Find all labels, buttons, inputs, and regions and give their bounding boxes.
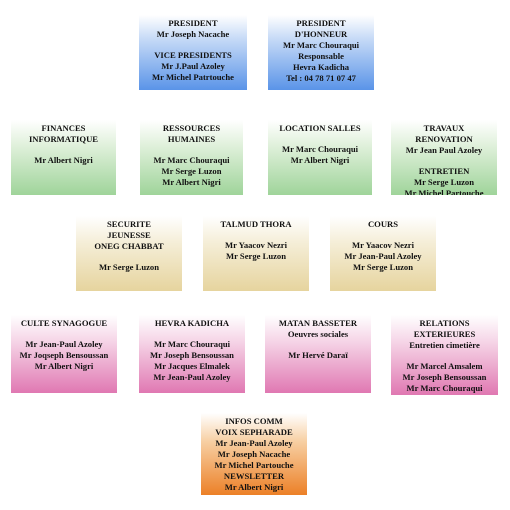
box-text-line: NEWSLETTER xyxy=(223,471,285,481)
box-text-line: JEUNESSE xyxy=(107,230,151,240)
box-text-line: Mr Serge Luzon xyxy=(353,262,413,272)
box-text-line: HEVRA KADICHA xyxy=(154,318,230,328)
box-text-line: VOIX SEPHARADE xyxy=(215,427,293,437)
box-text-line: Mr Jean-Paul Azoley xyxy=(215,438,293,448)
box-text-line: Mr Marc Chouraqui xyxy=(282,40,360,50)
box-text-line: Mr Serge Luzon xyxy=(414,177,474,187)
box-text-line: Mr Serge Luzon xyxy=(99,262,159,272)
box-text-line: Mr Marc Chouraqui xyxy=(406,383,483,393)
box-text-line: Mr Jean-Paul Azoley xyxy=(153,372,231,382)
box-text-line: Entretien cimetière xyxy=(409,340,480,350)
box-text-line: Mr Joseph Bensoussan xyxy=(150,350,234,360)
line-spacer xyxy=(330,230,436,240)
line-spacer xyxy=(265,340,371,350)
box-text-line: D'HONNEUR xyxy=(294,29,348,39)
box-text-line: Mr Serge Luzon xyxy=(226,251,286,261)
box-text-line: RENOVATION xyxy=(415,134,473,144)
box-text-line: Oeuvres sociales xyxy=(287,329,349,339)
box-text-line: Mr Michel Patrtouche xyxy=(152,72,234,82)
box-text-line: Mr Albert Nigri xyxy=(162,177,221,187)
box-text-line: Mr Michel Partouche xyxy=(214,460,294,470)
box-text-line: Mr Albert Nigri xyxy=(34,361,94,371)
box-text-line: Responsable xyxy=(298,51,344,61)
box-text-line: Mr Marc Chouraqui xyxy=(153,155,230,165)
box-text-line: Mr Joqseph Bensoussan xyxy=(19,350,109,360)
box-text-line: TALMUD THORA xyxy=(220,219,292,229)
box-text-line: Mr Joseph Nacache xyxy=(156,29,230,39)
box-text-line: RELATIONS xyxy=(419,318,470,328)
box-text-line: Mr Serge Luzon xyxy=(161,166,222,176)
box-text-line: TRAVAUX xyxy=(423,123,465,133)
box-text-line: ENTRETIEN xyxy=(418,166,470,176)
box-text-line: FINANCES xyxy=(41,123,86,133)
box-text-line: Mr Hervé Daraï xyxy=(288,350,348,360)
box-text-line: ONEG CHABBAT xyxy=(94,241,164,251)
line-spacer xyxy=(76,252,182,262)
box-text-line: Mr Marcel Amsalem xyxy=(406,361,483,371)
box-text-line: Mr Albert Nigri xyxy=(290,155,350,165)
box-text-line: Mr Joseph Bensoussan xyxy=(402,372,487,382)
box-text-line: Mr Michel Partouche xyxy=(404,188,484,195)
line-spacer xyxy=(268,134,372,144)
box-text-line: MATAN BASSETER xyxy=(278,318,358,328)
box-text-line: Hevra Kadicha xyxy=(292,62,350,72)
line-spacer xyxy=(139,329,245,339)
box-text-line: PRESIDENT xyxy=(168,18,218,28)
box-text-line: INFORMATIQUE xyxy=(28,134,99,144)
box-text-line: Mr Yaacov Nezri xyxy=(224,240,288,250)
line-spacer xyxy=(11,145,116,155)
box-text-line: Mr Albert Nigri xyxy=(224,482,284,492)
line-spacer xyxy=(11,329,117,339)
box-text-line: RESSOURCES xyxy=(162,123,221,133)
line-spacer xyxy=(140,145,243,155)
box-text-line: Mr Marc Chouraqui xyxy=(281,144,359,154)
box-text-line: INFOS COMM xyxy=(225,416,283,426)
box-text-line: Mr J.Paul Azoley xyxy=(161,61,225,71)
box-text-line: SECURITE xyxy=(107,219,151,229)
box-text-line: Mr Jean-Paul Azoley xyxy=(25,339,103,349)
box-text-line: VICE PRESIDENTS xyxy=(154,50,232,60)
box-text-line: Mr Yaacov Nezri xyxy=(351,240,415,250)
box-text-line: HUMAINES xyxy=(167,134,216,144)
box-text-line: Mr Jean-Paul Azoley xyxy=(344,251,422,261)
box-text-line: Mr Albert Nigri xyxy=(34,155,93,165)
box-text-line: EXTERIEURES xyxy=(413,329,476,339)
line-spacer xyxy=(203,230,309,240)
line-spacer xyxy=(391,156,497,166)
box-text-line: LOCATION SALLES xyxy=(279,123,361,133)
box-text-line: Mr Jacques Elmalek xyxy=(154,361,230,371)
line-spacer xyxy=(391,351,498,361)
box-text-line: Mr Marc Chouraqui xyxy=(153,339,231,349)
box-text-line: Tel : 04 78 71 07 47 xyxy=(286,73,356,83)
box-text-line: Mr Joseph Nacache xyxy=(217,449,291,459)
box-text-line: PRESIDENT xyxy=(296,18,346,28)
box-text-line: CULTE SYNAGOGUE xyxy=(20,318,108,328)
box-text-line: Mr Jean Paul Azoley xyxy=(405,145,483,155)
box-text-line: COURS xyxy=(367,219,399,229)
line-spacer xyxy=(139,40,247,50)
